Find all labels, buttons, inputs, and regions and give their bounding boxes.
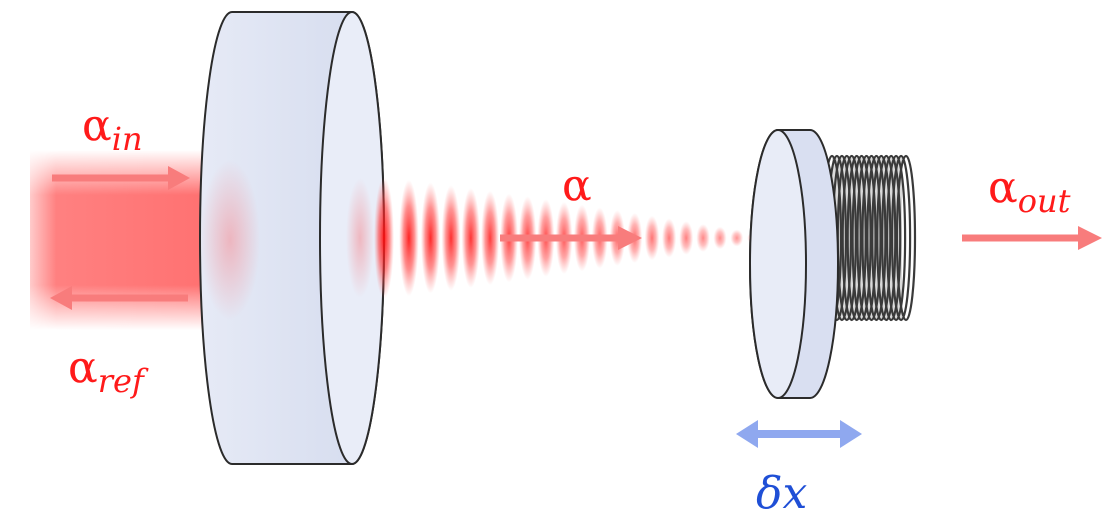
spring-coil (876, 154, 897, 322)
standing-wave-lobe (399, 179, 419, 297)
spring-coil (841, 154, 862, 322)
displacement-arrow (736, 420, 862, 448)
movable-mirror (821, 154, 917, 322)
standing-wave-lobe (481, 190, 500, 286)
standing-wave-lobe (461, 188, 480, 288)
label-alpha-ref: αref (68, 342, 149, 400)
spring-icon (821, 154, 917, 322)
arrow-ref (50, 286, 188, 310)
arrow-cavity (500, 226, 642, 250)
spring-coil (871, 154, 892, 322)
spring-coil (846, 154, 867, 322)
spring-coil (885, 154, 907, 322)
arrow-out (962, 226, 1102, 250)
spring-coil (861, 154, 882, 322)
spring-coil (881, 154, 902, 322)
spring-coil (866, 154, 887, 322)
standing-wave-lobe (374, 177, 394, 299)
label-alpha-in: αin (82, 100, 143, 158)
movable-mirror-disk (749, 129, 839, 399)
standing-wave-lobe (730, 229, 744, 247)
spring-coil (856, 154, 877, 322)
label-alpha-cavity: α (562, 160, 592, 211)
label-alpha-out: αout (988, 162, 1071, 220)
standing-wave-lobe (679, 221, 694, 255)
spring-coil (851, 154, 872, 322)
standing-wave-lobe (420, 182, 441, 294)
label-delta-x: δx (756, 468, 807, 519)
standing-wave-lobe (713, 226, 727, 250)
standing-wave-lobe (662, 218, 677, 258)
spring-coil (890, 154, 912, 322)
intracavity-beam (374, 177, 776, 299)
standing-wave-lobe (644, 215, 660, 261)
input-mirror (199, 11, 385, 465)
standing-wave-lobe (696, 224, 710, 252)
spring-coil (895, 154, 917, 322)
standing-wave-lobe (441, 185, 461, 291)
arrow-in (52, 166, 190, 190)
